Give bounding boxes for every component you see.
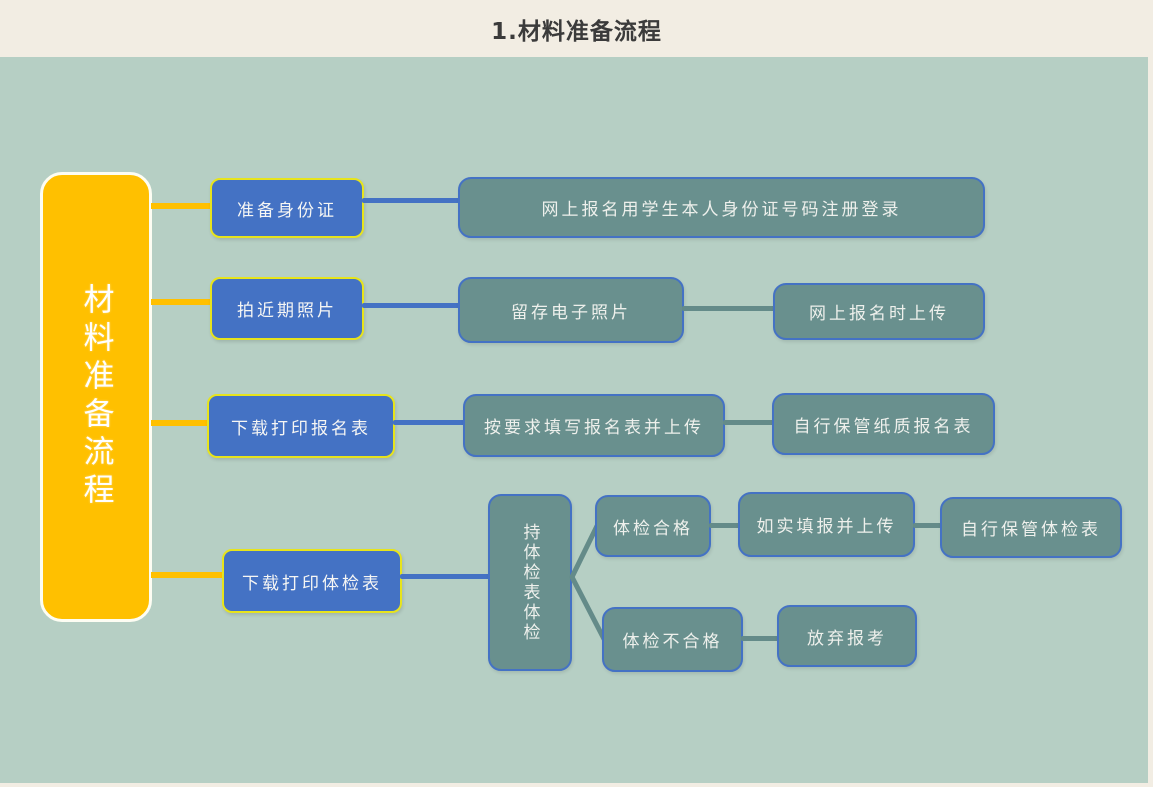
connector-row3-b xyxy=(723,420,774,425)
branch-take-photo: 拍近期照片 xyxy=(210,277,364,340)
connector-row3-a xyxy=(393,420,465,425)
page-header: 1.材料准备流程 xyxy=(0,0,1153,57)
connector-row1-a xyxy=(362,198,460,203)
connector-fail-a xyxy=(741,636,779,641)
node-take-medical-exam: 持体检表体检 xyxy=(488,494,572,671)
node-upload-photo: 网上报名时上传 xyxy=(773,283,985,340)
node-give-up: 放弃报考 xyxy=(777,605,917,667)
connector-row2-a xyxy=(362,303,460,308)
branch-print-medical-form: 下载打印体检表 xyxy=(222,549,402,613)
connector-pass-a xyxy=(709,523,740,528)
node-exam-pass: 体检合格 xyxy=(595,495,711,557)
connector-root-row4 xyxy=(151,572,223,578)
fork-connectors xyxy=(569,523,607,642)
node-keep-photo: 留存电子照片 xyxy=(458,277,684,343)
root-node: 材料准备流程 xyxy=(40,172,152,622)
node-register-login: 网上报名用学生本人身份证号码注册登录 xyxy=(458,177,985,238)
connector-pass-b xyxy=(913,523,942,528)
node-fill-upload-form: 按要求填写报名表并上传 xyxy=(463,394,725,457)
connector-row4-a xyxy=(400,574,490,579)
connector-root-row1 xyxy=(151,203,211,209)
connector-root-row2 xyxy=(151,299,211,305)
node-report-upload: 如实填报并上传 xyxy=(738,492,915,557)
branch-prepare-id-card: 准备身份证 xyxy=(210,178,364,238)
branch-print-application: 下载打印报名表 xyxy=(207,394,395,458)
connector-root-row3 xyxy=(151,420,209,426)
node-keep-medical-form: 自行保管体检表 xyxy=(940,497,1122,558)
page-title: 1.材料准备流程 xyxy=(491,18,662,45)
connector-row2-b xyxy=(682,306,775,311)
node-keep-paper-form: 自行保管纸质报名表 xyxy=(772,393,995,455)
node-exam-fail: 体检不合格 xyxy=(602,607,743,672)
